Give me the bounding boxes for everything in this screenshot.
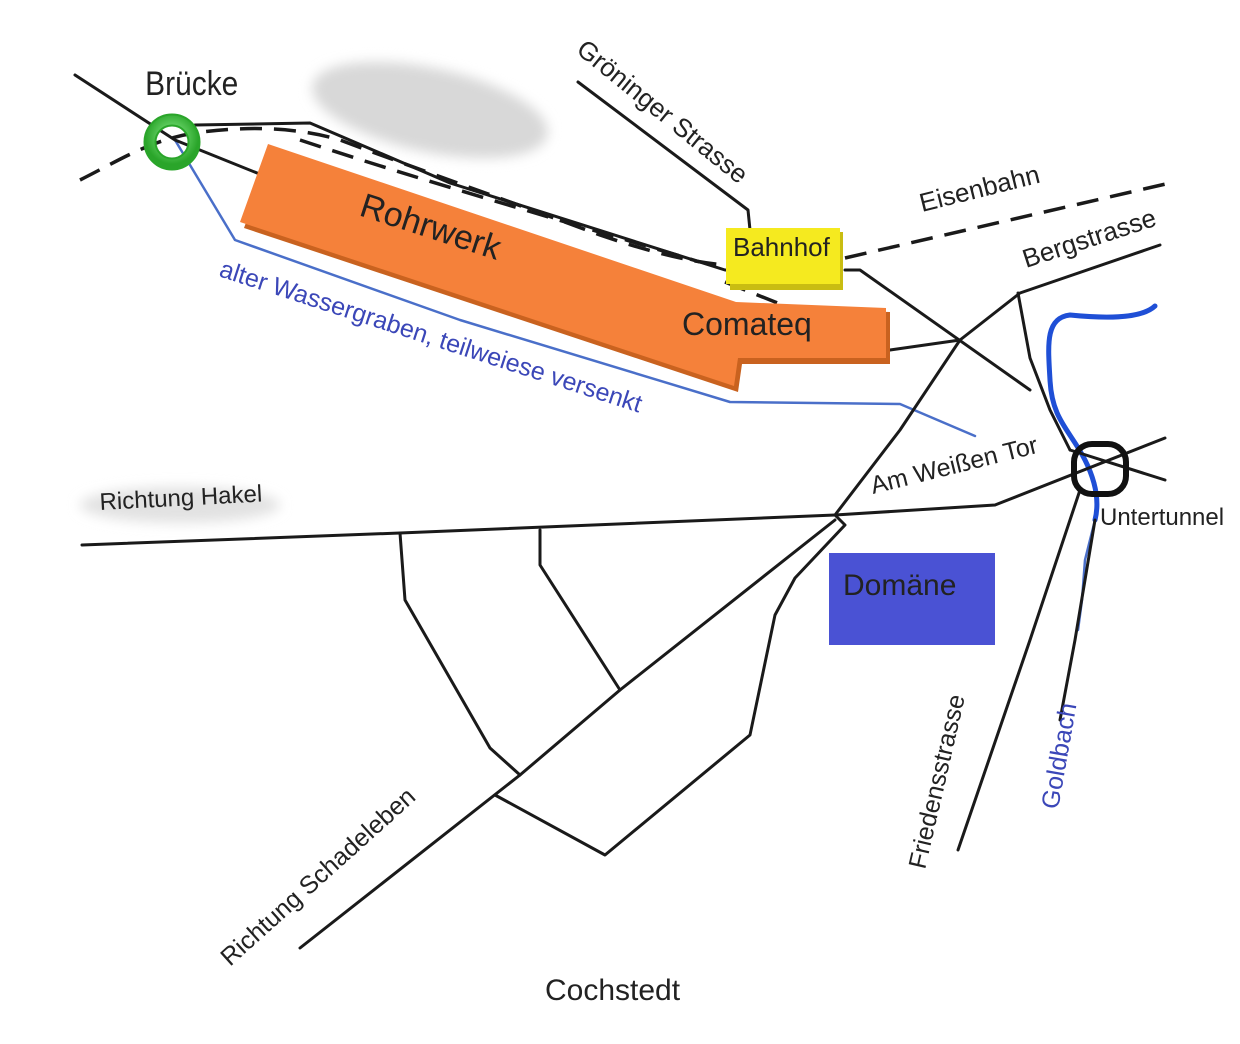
- label-bruecke: Brücke: [145, 64, 238, 102]
- goldbach-creek-upper: [1046, 303, 1158, 523]
- label-eisenbahn: Eisenbahn: [916, 159, 1042, 218]
- rohrwerk-area: [240, 144, 886, 386]
- label-comateq: Comateq: [682, 306, 812, 342]
- tunnel-marker-icon: [1071, 441, 1129, 497]
- label-weissen-tor: Am Weißen Tor: [868, 431, 1041, 500]
- label-untertunnel: Untertunnel: [1100, 504, 1224, 531]
- label-cochstedt: Cochstedt: [545, 974, 681, 1007]
- bridge-marker-icon: [143, 113, 201, 171]
- domaene-box: [829, 553, 995, 645]
- bahnhof-box: [726, 228, 840, 284]
- label-goldbach: Goldbach: [1036, 701, 1082, 811]
- label-bahnhof: Bahnhof: [733, 232, 831, 262]
- smudge-top: [312, 61, 548, 159]
- label-domaene: Domäne: [843, 569, 956, 602]
- label-bergstrasse: Bergstrasse: [1019, 202, 1160, 273]
- label-groeninger: Gröninger Strasse: [571, 33, 754, 189]
- smudge-hakel: [80, 487, 280, 523]
